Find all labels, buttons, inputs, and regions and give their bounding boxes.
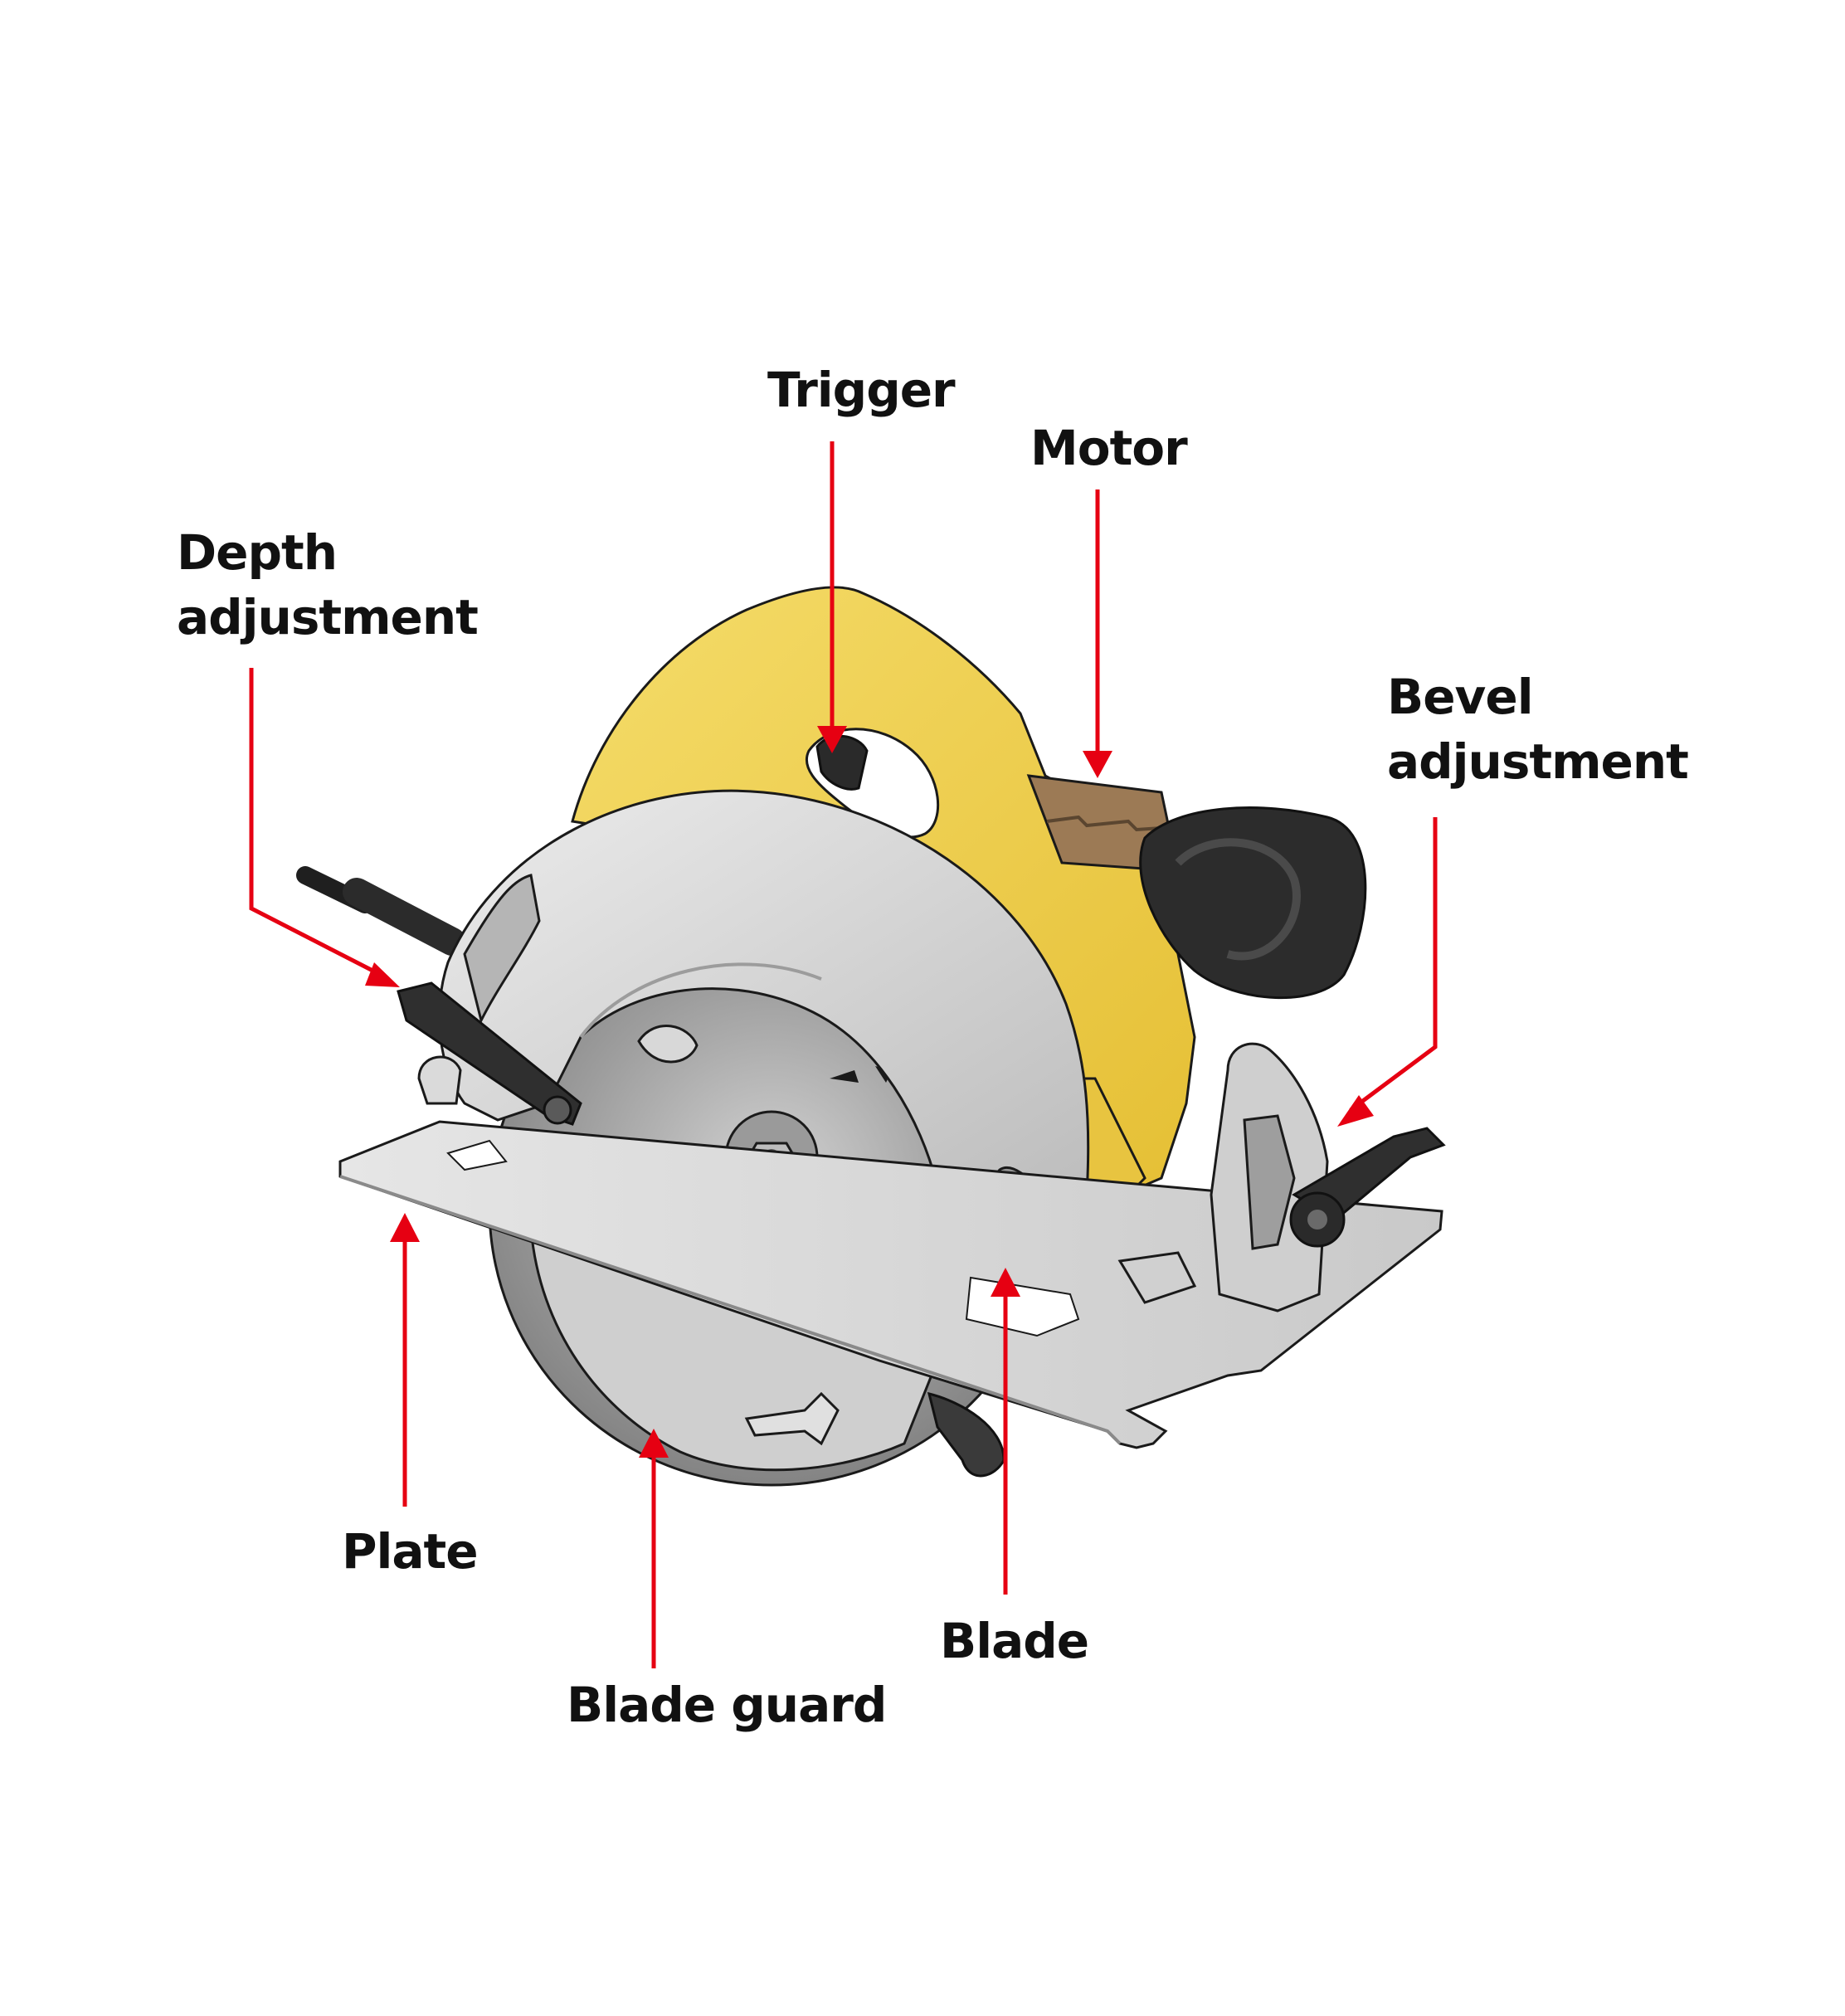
bevel-adjustment-arrowhead: [1337, 1095, 1374, 1127]
blade-guard-label: Blade guard: [567, 1677, 887, 1733]
bevel-adjustment: [1117, 1042, 1446, 1312]
plate-arrowhead: [390, 1213, 420, 1242]
depth-adjustment-lever: [397, 981, 582, 1126]
blade-arrowhead: [991, 1268, 1020, 1297]
arrowheads: [365, 726, 1374, 1458]
motor-arrowhead: [1083, 751, 1112, 778]
base-plate: [338, 1120, 1443, 1449]
motor-label: Motor: [1030, 420, 1188, 476]
blade-guard-arrowhead: [639, 1429, 669, 1458]
plate-label: Plate: [342, 1523, 479, 1580]
depth-adjustment-label-line2: adjustment: [177, 589, 479, 645]
bevel-adjustment-arrow: [1349, 817, 1438, 1113]
trigger-arrowhead: [817, 726, 847, 753]
power-cord: [296, 866, 466, 956]
upper-blade-guard: [438, 789, 1090, 1196]
motor: [1026, 774, 1367, 1000]
depth-adjustment-arrow: [249, 668, 386, 979]
bevel-adjustment-label-line1: Bevel: [1387, 669, 1534, 725]
depth-adjustment-label-line1: Depth: [177, 524, 338, 581]
blade-label: Blade: [940, 1613, 1089, 1669]
depth-adjustment-arrowhead: [365, 962, 400, 987]
callout-arrows: [249, 441, 1438, 1668]
bevel-adjustment-label-line2: adjustment: [1387, 733, 1689, 790]
trigger-label: Trigger: [767, 362, 956, 418]
